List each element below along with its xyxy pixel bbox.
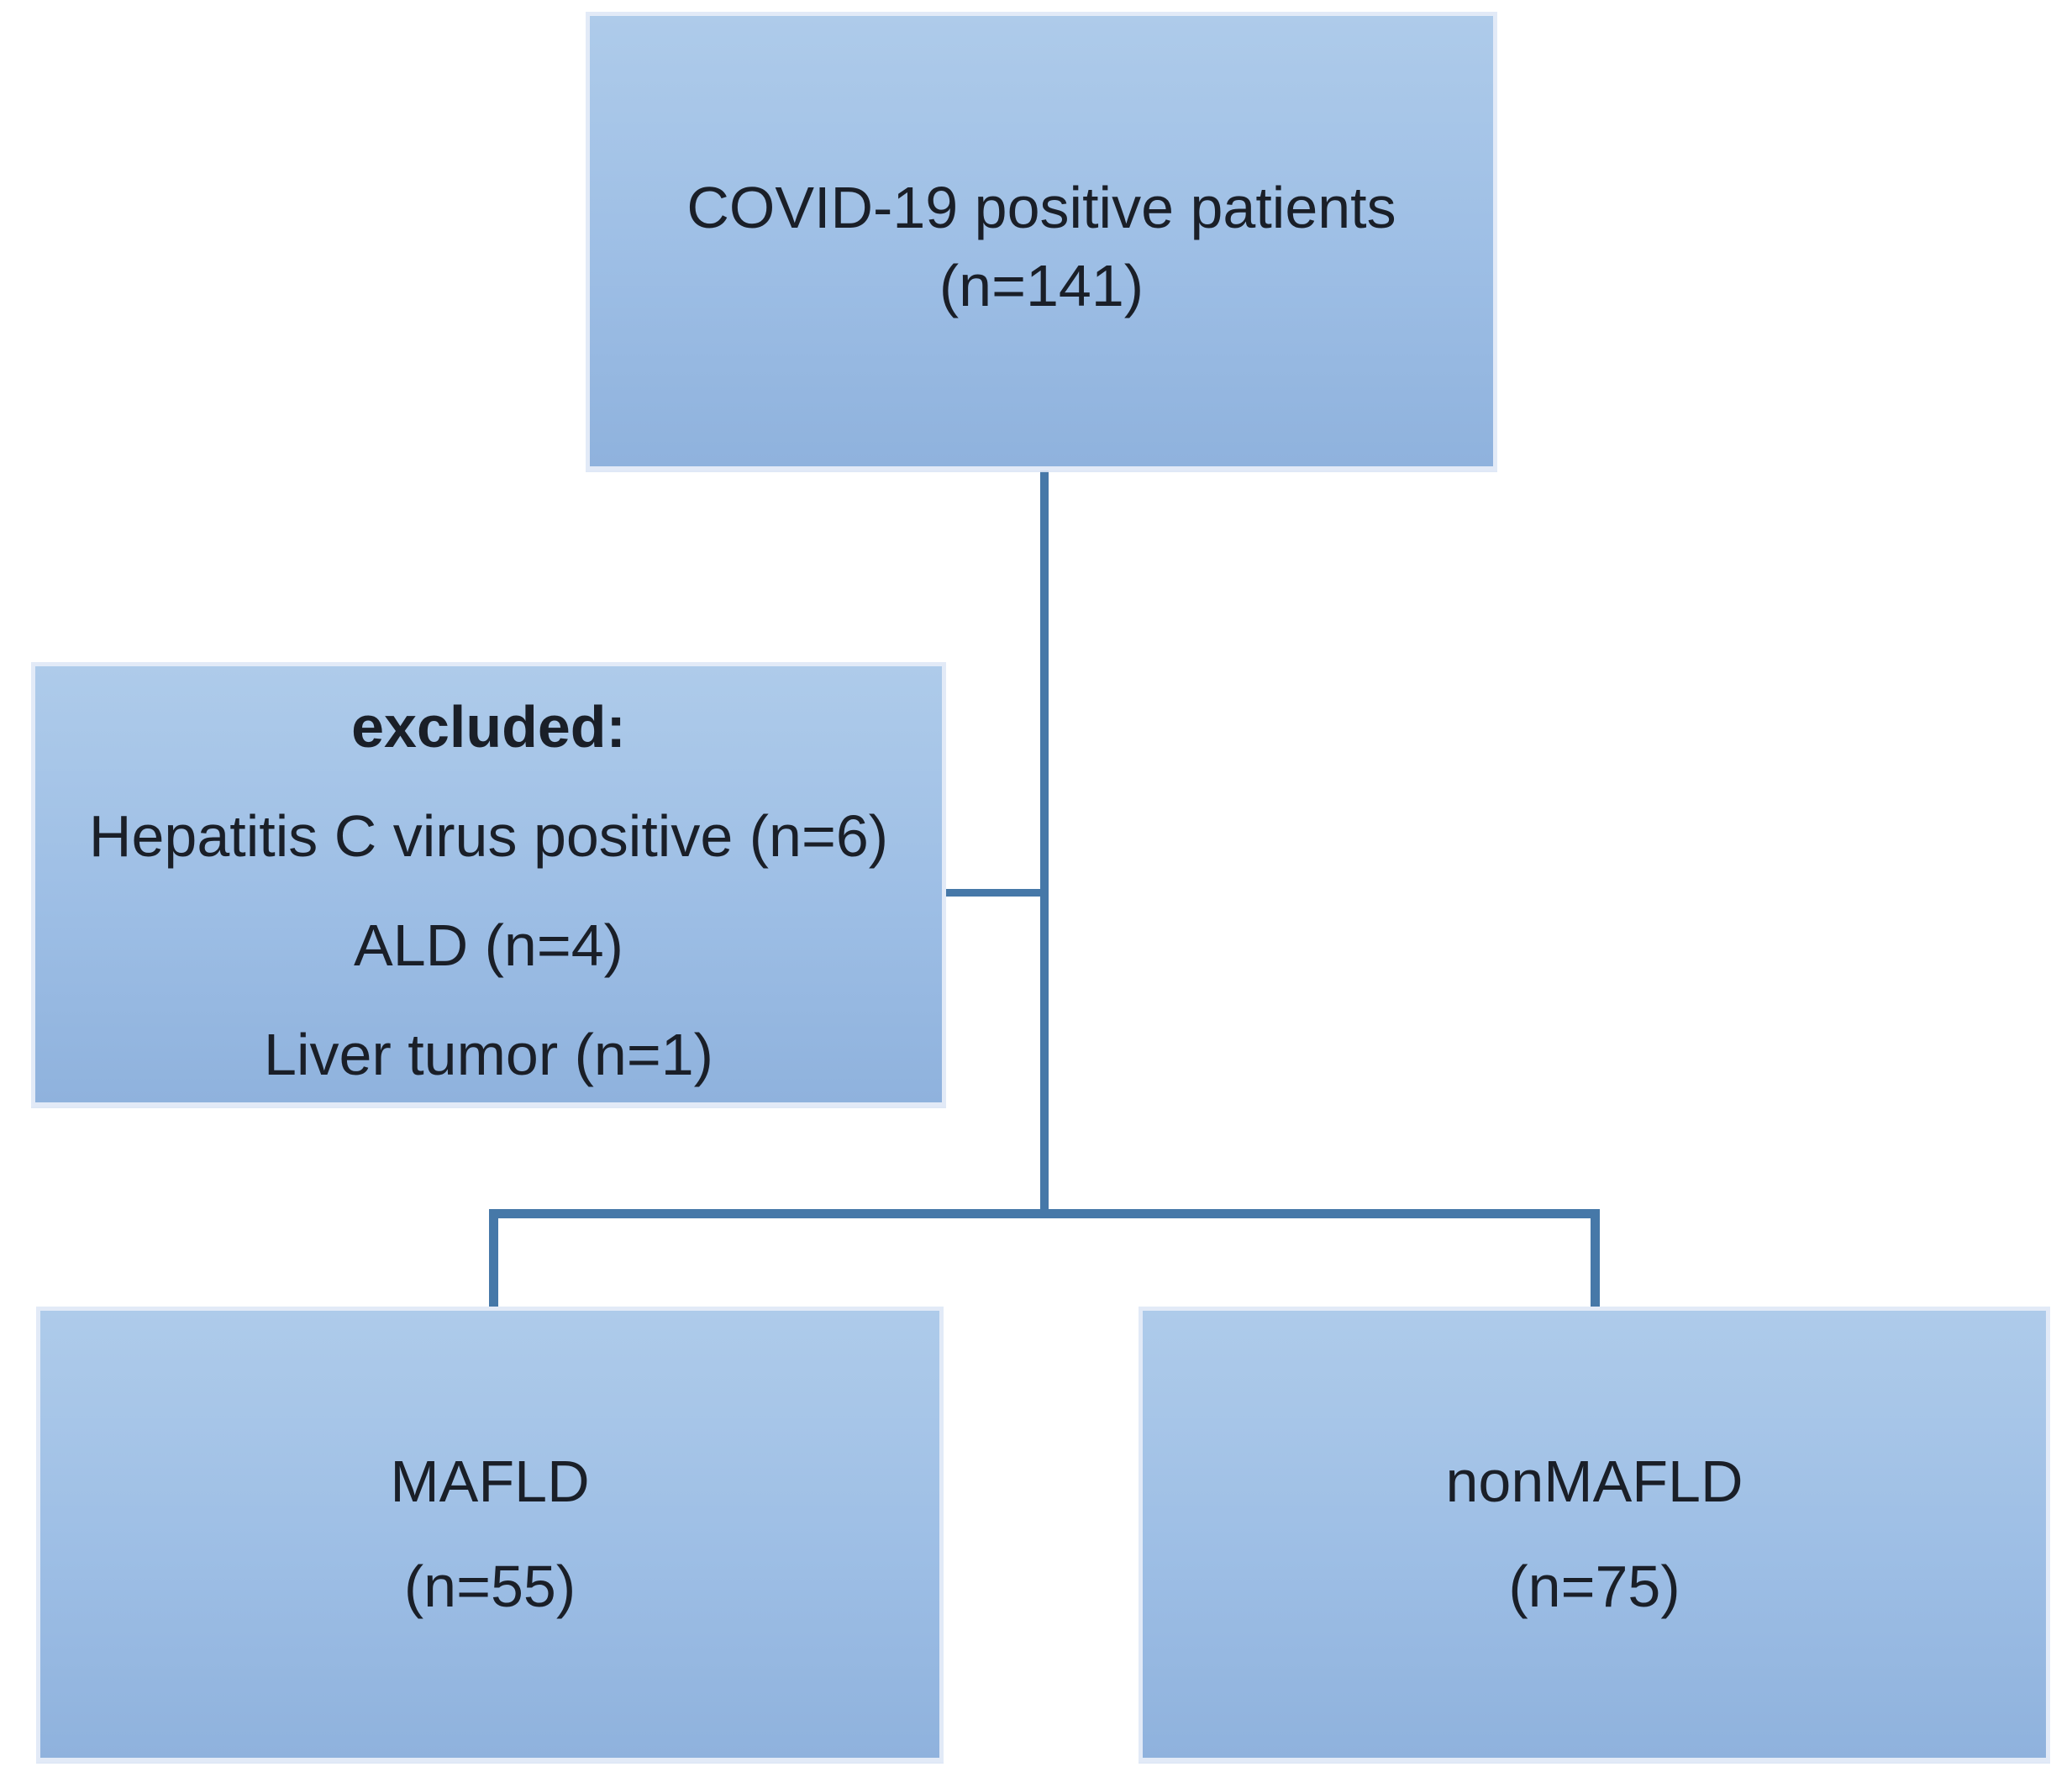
node-nonmafld-count: (n=75) <box>1508 1554 1680 1619</box>
connector-leg-mafld <box>489 1218 498 1308</box>
node-excluded: excluded: Hepatitis C virus positive (n=… <box>31 662 946 1107</box>
node-covid-positive-label: COVID-19 positive patients <box>686 175 1396 240</box>
node-excluded-item-ald: ALD (n=4) <box>354 912 623 978</box>
connector-leg-nonmafld <box>1591 1218 1600 1308</box>
node-excluded-item-liver-tumor: Liver tumor (n=1) <box>264 1022 713 1087</box>
connector-split-bar <box>489 1209 1600 1218</box>
node-nonmafld-label: nonMAFLD <box>1445 1449 1743 1514</box>
node-mafld-label: MAFLD <box>390 1449 590 1514</box>
connector-excluded-branch <box>946 889 1045 897</box>
node-mafld-count: (n=55) <box>403 1554 576 1619</box>
node-nonmafld: nonMAFLD (n=75) <box>1139 1307 2050 1762</box>
node-excluded-item-hcv: Hepatitis C virus positive (n=6) <box>88 803 889 869</box>
connector-root-to-split <box>1040 469 1049 1218</box>
node-covid-positive-count: (n=141) <box>939 253 1144 318</box>
node-mafld: MAFLD (n=55) <box>36 1307 944 1762</box>
node-covid-positive: COVID-19 positive patients (n=141) <box>586 12 1497 471</box>
node-excluded-title: excluded: <box>351 694 626 760</box>
